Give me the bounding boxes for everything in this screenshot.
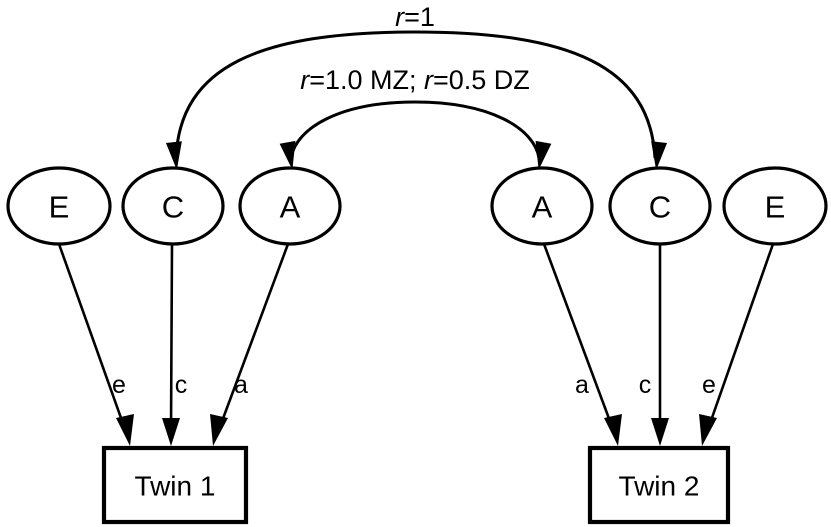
correlation-arc-a-path	[289, 100, 541, 159]
observed-node-twin-2-label: Twin 2	[619, 471, 700, 502]
latent-node-e1[interactable]: E	[6, 166, 112, 246]
latent-node-e2-ellipse	[722, 166, 828, 246]
path-a2	[542, 243, 622, 446]
path-label-c2: c	[639, 371, 652, 399]
path-c1	[162, 243, 180, 446]
latent-node-c2[interactable]: C	[608, 166, 712, 246]
latent-node-e1-label: E	[49, 190, 70, 225]
latent-node-c1-label: C	[162, 190, 184, 225]
path-c1-line	[169, 243, 174, 431]
path-a1-arrowhead	[210, 414, 228, 446]
path-e1-arrowhead	[116, 414, 134, 446]
path-label-e1: e	[112, 371, 126, 399]
observed-node-twin-2-rect	[587, 445, 731, 525]
path-c2	[651, 244, 669, 446]
latent-node-c1-ellipse	[121, 166, 225, 246]
path-a1	[210, 243, 290, 446]
correlation-arc-c	[165, 30, 668, 170]
path-a1-line	[216, 243, 290, 433]
path-c1-arrowhead	[162, 418, 180, 446]
latent-node-a1-label: A	[280, 190, 301, 225]
latent-node-a2-ellipse	[490, 166, 594, 246]
observed-node-twin-1[interactable]: Twin 1	[101, 445, 249, 525]
observed-node-twin-1-label: Twin 1	[135, 471, 216, 502]
path-e2-arrowhead	[699, 414, 717, 446]
latent-node-a1[interactable]: A	[238, 166, 342, 246]
latent-node-a2[interactable]: A	[490, 166, 594, 246]
correlation-arc-c-arrowhead-right	[651, 141, 668, 170]
path-e1	[57, 243, 134, 446]
path-label-e2: e	[702, 371, 716, 399]
path-c2-arrowhead	[651, 418, 669, 446]
path-label-c1: c	[175, 371, 188, 399]
observed-node-twin-2[interactable]: Twin 2	[587, 445, 731, 525]
path-e2-line	[705, 243, 775, 433]
correlation-label-a: r=1.0 MZ; r=0.5 DZ	[300, 65, 530, 95]
latent-node-e2-label: E	[765, 190, 786, 225]
path-label-a1: a	[234, 371, 248, 399]
path-a2-arrowhead	[604, 414, 622, 446]
path-label-a2: a	[575, 371, 589, 399]
correlation-arc-a-arrowhead-right	[535, 140, 552, 170]
latent-node-c1[interactable]: C	[121, 166, 225, 246]
correlation-arc-a-arrowhead-left	[279, 140, 296, 170]
latent-node-a1-ellipse	[238, 166, 342, 246]
latent-node-c2-ellipse	[608, 166, 712, 246]
correlation-arc-c-path	[174, 30, 657, 159]
latent-node-a2-label: A	[532, 190, 553, 225]
latent-node-e1-ellipse	[6, 166, 112, 246]
correlation-arc-c-arrowhead-left	[165, 141, 182, 170]
latent-node-c2-label: C	[649, 190, 671, 225]
correlation-label-c: r=1	[395, 2, 435, 32]
correlation-arc-a	[279, 100, 552, 170]
observed-node-twin-1-rect	[101, 445, 249, 525]
path-a2-line	[542, 243, 616, 433]
path-e1-line	[57, 243, 128, 433]
path-e2	[699, 243, 775, 446]
latent-node-e2[interactable]: E	[722, 166, 828, 246]
